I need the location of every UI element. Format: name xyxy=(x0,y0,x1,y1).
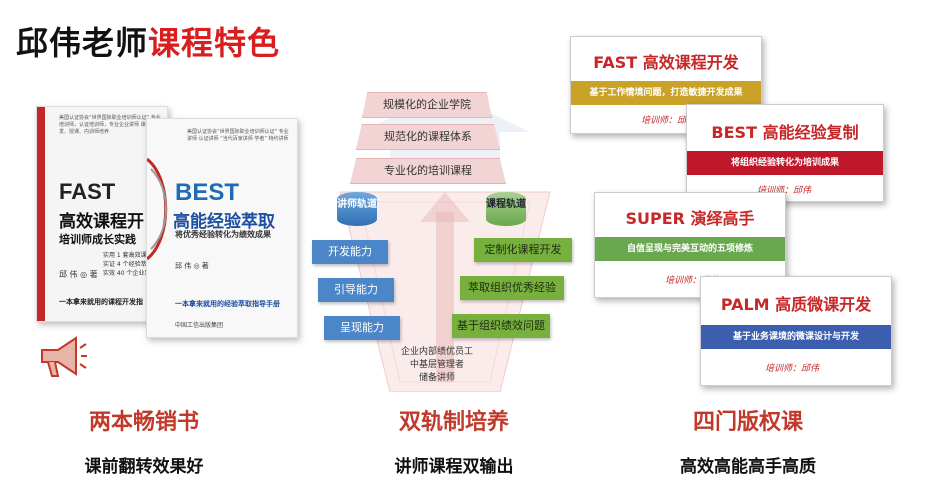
page-title: 邱伟老师课程特色 xyxy=(16,18,280,64)
card-signature: 培训师：邱伟 xyxy=(757,186,812,196)
book-best-cover: 美国认证协会“世界国际职业培训师认证” 专业讲师 认证讲师 “当代百家讲师 学者… xyxy=(146,118,298,338)
book-tagline: 一本拿来就用的经验萃取指导手册 xyxy=(175,300,280,308)
course-card-best: BEST 高能经验复制 将组织经验转化为培训成果 培训师：邱伟 xyxy=(686,104,884,202)
book-author: 邱 伟 ◎ 著 xyxy=(175,262,209,270)
card-title-en: SUPER xyxy=(625,209,685,228)
book-brand: BEST xyxy=(175,179,240,206)
book-publisher: 中国工信出版集团 xyxy=(175,322,224,329)
title-highlight: 课程特色 xyxy=(148,24,281,62)
book-swoosh-decoration xyxy=(147,157,168,261)
left-item-facilitation: 引导能力 xyxy=(318,278,394,302)
book-desc: 美国认证协会“世界国际职业培训师认证” 专业讲师 认证讲师 “当代百家讲师 学者… xyxy=(187,129,289,142)
book-subtitle: 将优秀经验转化为绩效成果 xyxy=(175,230,271,239)
card-title-cn: 演绎高手 xyxy=(690,209,755,228)
card-title-cn: 高质微课开发 xyxy=(775,295,872,314)
course-card-palm: PALM 高质微课开发 基于业务课境的微课设计与开发 培训师：邱伟 xyxy=(700,276,892,386)
book-bullet: 实证 4 个经验萃取 xyxy=(103,261,153,268)
card-signature: 培训师：邱伟 xyxy=(765,364,820,374)
card-band: 基于工作情境问题，打造敏捷开发成果 xyxy=(571,81,761,105)
caption-copyright-courses: 四门版权课 xyxy=(692,410,803,435)
course-track-cylinder: 课程轨道 xyxy=(486,192,526,226)
lecturer-track-cylinder: 讲师轨道 xyxy=(337,192,377,226)
card-title: FAST 高效课程开发 xyxy=(571,49,761,73)
card-band: 基于业务课境的微课设计与开发 xyxy=(701,325,891,349)
card-title-en: FAST xyxy=(593,53,638,72)
card-title-en: PALM xyxy=(720,295,770,314)
card-signature: 培训师：邱伟 xyxy=(641,116,696,126)
book-title: 高能经验萃取 xyxy=(173,212,275,232)
card-title-en: BEST xyxy=(711,123,757,142)
right-item-custom-course: 定制化课程开发 xyxy=(474,238,572,262)
book-tagline: 一本拿来就用的课程开发指 xyxy=(59,298,143,306)
left-item-development: 开发能力 xyxy=(312,240,388,264)
card-title-cn: 高能经验复制 xyxy=(762,123,859,142)
right-item-extract-experience: 萃取组织优秀经验 xyxy=(460,276,564,300)
book-desc: 美国认证协会“世界国际职业培训师认证” 专业培训师，认证培训师，专业企业讲师 课… xyxy=(59,115,161,135)
caption-bestseller-books: 两本畅销书 xyxy=(88,410,199,435)
book-subtitle: 培训师成长实践 xyxy=(59,233,136,246)
audience-item: 储备讲师 xyxy=(418,373,455,383)
book-bullet: 实效 40 个企业案例 xyxy=(103,270,157,277)
right-item-performance-issue: 基于组织绩效问题 xyxy=(452,314,550,338)
subcaption-courses: 高效高能高手高质 xyxy=(680,457,816,477)
title-main: 邱伟老师 xyxy=(16,24,149,62)
book-spine xyxy=(37,107,45,321)
left-item-presentation: 呈现能力 xyxy=(324,316,400,340)
level-training-course: 专业化的培训课程 xyxy=(350,158,506,184)
target-audience: 企业内部绩优员工 中基层管理者 储备讲师 xyxy=(387,346,487,385)
book-author: 邱 伟 ◎ 著 xyxy=(59,270,98,279)
megaphone-icon xyxy=(41,336,87,377)
card-band: 自信呈现与完美互动的五项修炼 xyxy=(595,237,785,261)
card-title: BEST 高能经验复制 xyxy=(687,119,883,143)
subcaption-books: 课前翻转效果好 xyxy=(84,457,204,477)
card-title: PALM 高质微课开发 xyxy=(701,291,891,315)
card-signature: 培训师：邱伟 xyxy=(665,276,720,286)
level-course-system: 规范化的课程体系 xyxy=(356,124,500,150)
book-brand: FAST xyxy=(59,179,116,204)
book-bullets: 实用 1 套高效课程 实证 4 个经验萃取 实效 40 个企业案例 xyxy=(103,251,156,278)
card-title: SUPER 演绎高手 xyxy=(595,205,785,229)
level-enterprise-academy: 规模化的企业学院 xyxy=(362,92,492,118)
card-title-cn: 高效课程开发 xyxy=(642,53,739,72)
subcaption-dual-track: 讲师课程双输出 xyxy=(394,457,514,477)
caption-dual-track: 双轨制培养 xyxy=(398,410,509,435)
card-band: 将组织经验转化为培训成果 xyxy=(687,151,883,175)
book-bullet: 实用 1 套高效课程 xyxy=(103,252,153,259)
audience-item: 中基层管理者 xyxy=(409,360,464,370)
audience-item: 企业内部绩优员工 xyxy=(400,347,473,357)
book-title: 高效课程开 xyxy=(59,212,144,232)
